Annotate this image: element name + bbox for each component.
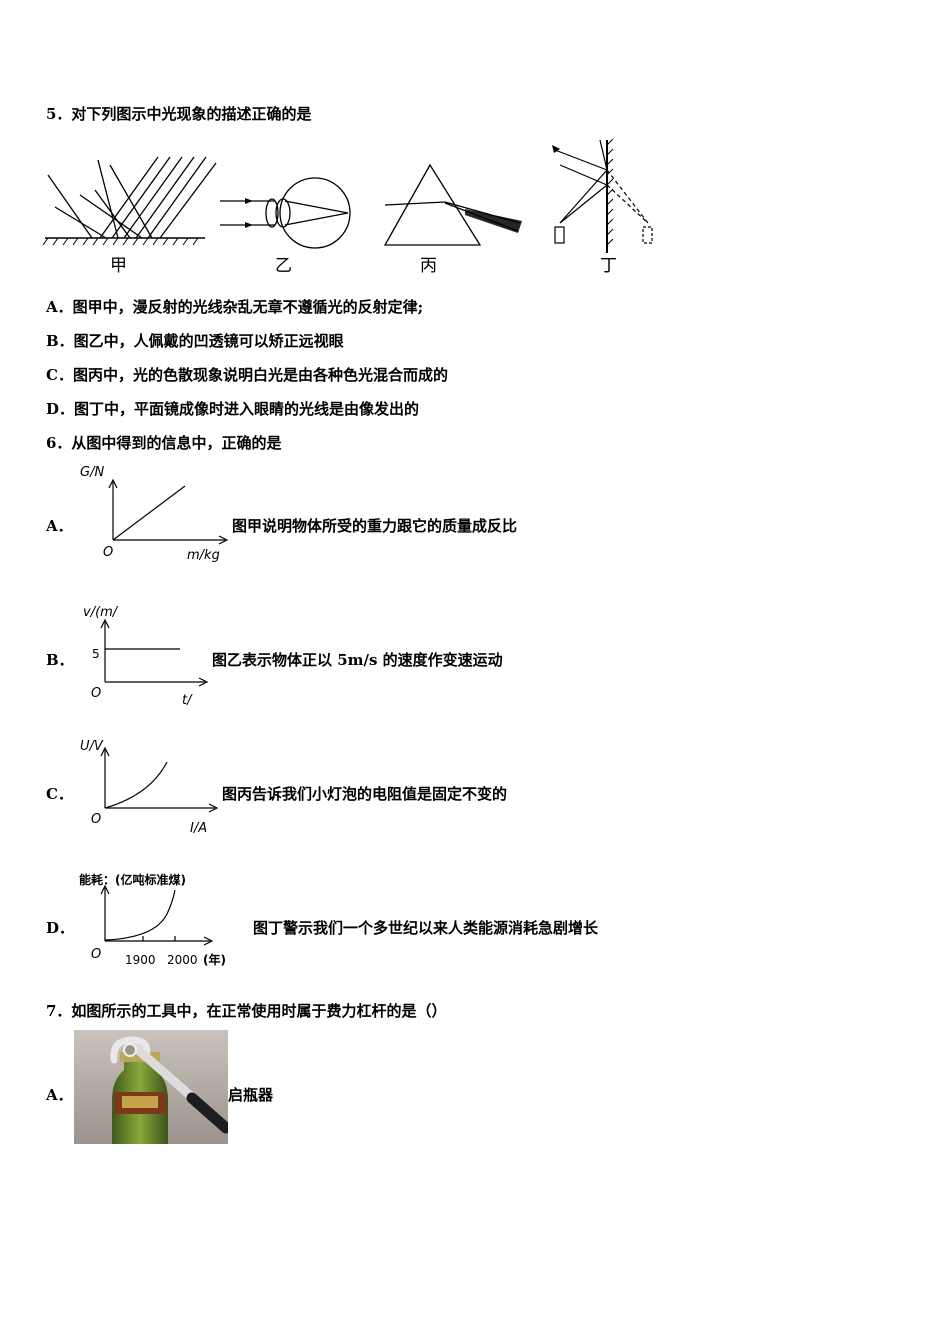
q6-option-a-text[interactable]: 图甲说明物体所受的重力跟它的质量成反比 (232, 517, 518, 535)
graph-d-energy-consumption: 能耗：(亿吨标准煤) O 1900 2000 (年) (79, 872, 226, 967)
figure-bing-prism (383, 163, 522, 246)
caption-jia: 甲 (110, 256, 127, 276)
figure-yi-eye-lens (220, 177, 351, 249)
q6-option-b-label[interactable]: B． (46, 651, 74, 669)
question-7-title: 7．如图所示的工具中，在正常使用时属于费力杠杆的是（） (46, 1002, 447, 1020)
graph-d-xtick-1900: 1900 (125, 953, 156, 967)
graph-d-xtick-2000: 2000 (167, 953, 198, 967)
q6-option-c-label[interactable]: C． (46, 785, 73, 803)
graph-a-xlabel: m/kg (187, 548, 220, 563)
q7-option-a-text[interactable]: 启瓶器 (228, 1086, 274, 1104)
bottle-opener-photo (74, 1030, 228, 1144)
question-5-title: 5．对下列图示中光现象的描述正确的是 (46, 105, 312, 123)
q6-option-a-label[interactable]: A． (46, 517, 73, 535)
graph-d-ylabel: 能耗：(亿吨标准煤) (79, 872, 186, 887)
q6-option-d-text[interactable]: 图丁警示我们一个多世纪以来人类能源消耗急剧增长 (253, 919, 599, 937)
graph-c-ylabel: U/V (80, 739, 104, 754)
graph-b-origin: O (91, 686, 101, 701)
q5-option-d[interactable]: D．图丁中，平面镜成像时进入眼睛的光线是由像发出的 (46, 400, 420, 418)
q5-figures: 甲 乙 丙 (42, 138, 653, 276)
question-6-title: 6．从图中得到的信息中，正确的是 (46, 434, 282, 452)
caption-yi: 乙 (275, 256, 292, 276)
figure-jia-diffuse-reflection (42, 156, 217, 246)
graph-a-ylabel: G/N (80, 465, 104, 480)
graph-d-origin: O (91, 947, 101, 962)
graph-c-xlabel: I/A (190, 821, 207, 836)
q7-option-a-label[interactable]: A． (46, 1086, 73, 1104)
graph-b-ylabel: v/(m/ (83, 605, 119, 620)
graph-c-origin: O (91, 812, 101, 827)
figure-ding-plane-mirror (552, 138, 653, 253)
q6-option-d-label[interactable]: D． (46, 919, 75, 937)
graph-b-tick-5: 5 (92, 647, 100, 661)
q5-option-b[interactable]: B．图乙中，人佩戴的凹透镜可以矫正远视眼 (46, 332, 344, 350)
q6-option-c-text[interactable]: 图丙告诉我们小灯泡的电阻值是固定不变的 (222, 785, 508, 803)
q5-option-a[interactable]: A．图甲中，漫反射的光线杂乱无章不遵循光的反射定律; (46, 298, 424, 316)
graph-a-weight-mass: G/N O m/kg (80, 465, 229, 563)
caption-ding: 丁 (600, 256, 617, 276)
q5-option-c[interactable]: C．图丙中，光的色散现象说明白光是由各种色光混合而成的 (46, 366, 448, 384)
graph-b-xlabel: t/ (182, 693, 193, 708)
graph-c-voltage-current: U/V O I/A (80, 739, 219, 836)
q6-option-b-text[interactable]: 图乙表示物体正以 5m/s 的速度作变速运动 (212, 651, 503, 669)
graph-a-origin: O (103, 545, 113, 560)
caption-bing: 丙 (420, 256, 437, 276)
graph-d-xunit: (年) (203, 952, 226, 967)
graph-b-velocity-time: v/(m/ 5 O t/ (83, 605, 209, 708)
